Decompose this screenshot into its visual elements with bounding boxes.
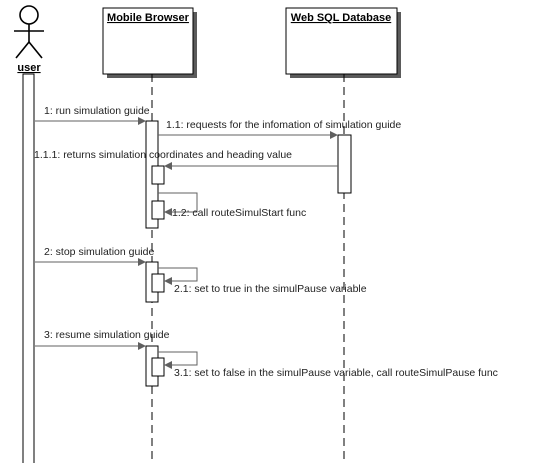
mobile-browser-nested-activation-2 [151,200,165,220]
mobile-browser-box [102,7,194,75]
message-3-1-arrow [158,351,198,369]
message-1-1-label: 1.1: requests for the infomation of simu… [166,119,401,131]
message-3-label: 3: resume simulation guide [44,329,170,341]
actor-mobile-browser: Mobile Browser [102,7,197,78]
message-3-1-label: 3.1: set to false in the simulPause vari… [174,367,498,379]
message-1-1-1-label: 1.1.1: returns simulation coordinates an… [34,149,292,161]
message-2-1-arrow [158,267,198,285]
message-1-label: 1: run simulation guide [44,105,150,117]
message-2-label: 2: stop simulation guide [44,246,154,258]
message-1-2-label: 1.2: call routeSimulStart func [172,207,306,219]
actor-web-sql-database: Web SQL Database [285,7,401,78]
database-activation [337,134,352,194]
mobile-browser-nested-activation-3 [151,273,165,293]
message-2-1-label: 2.1: set to true in the simulPause varia… [174,283,367,295]
message-1-2-arrow [158,192,198,216]
stick-figure-icon [14,5,44,59]
user-activation-bar [22,73,35,463]
mobile-browser-nested-activation-1 [151,165,165,185]
mobile-browser-nested-activation-4 [151,357,165,377]
web-sql-database-box [285,7,398,75]
web-sql-database-label: Web SQL Database [291,12,391,24]
actor-user: user [14,5,44,74]
mobile-browser-label: Mobile Browser [107,12,190,24]
actor-user-label: user [17,62,41,74]
